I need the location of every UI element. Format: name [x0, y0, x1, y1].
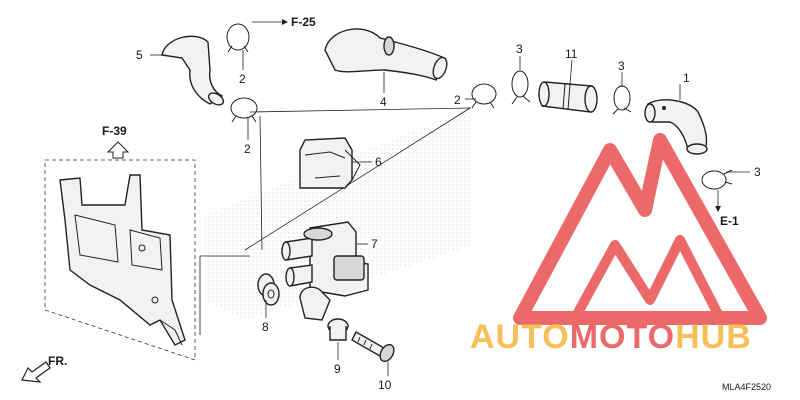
clamp-3-mid	[612, 85, 632, 115]
clamp-2-mid	[230, 97, 258, 123]
elbow-1	[644, 99, 708, 155]
leader-lines	[150, 19, 750, 376]
callout-8: 8	[262, 320, 269, 334]
valve-7	[281, 221, 369, 321]
watermark-inner	[570, 235, 725, 323]
callout-2-right: 2	[454, 93, 461, 107]
ref-e1: E-1	[720, 214, 739, 228]
clamp-3-right	[701, 169, 733, 190]
callout-4: 4	[380, 95, 387, 109]
callout-3-left: 3	[516, 42, 523, 56]
callout-11: 11	[565, 47, 578, 61]
callout-6: 6	[375, 155, 382, 169]
clamp-2-top	[226, 23, 250, 53]
grommet-8	[257, 273, 280, 306]
arrow-front-icon	[21, 361, 51, 383]
elbow-1-end	[644, 103, 656, 123]
bracket-assembly	[44, 159, 196, 361]
callout-labels: 1 2 2 2 3 3 3 4 5 6 7 8 9 10 11	[136, 42, 761, 392]
bracket-face	[74, 214, 119, 263]
joint-11	[538, 81, 598, 113]
hose-4	[324, 28, 448, 81]
watermark-logo: AUTOMOTOHUB	[470, 133, 767, 356]
bracket-dashed-frame	[44, 159, 196, 361]
hose-4-joint	[383, 36, 395, 56]
cover-6	[299, 137, 361, 189]
hose-5-end	[207, 92, 225, 106]
bracket-face-2	[129, 229, 163, 271]
callout-3-right: 3	[754, 165, 761, 179]
callout-3-mid: 3	[618, 59, 625, 73]
callout-2-mid: 2	[244, 142, 251, 156]
hose-5-body	[161, 35, 224, 105]
bracket-tab	[159, 319, 183, 346]
clamp-3-left	[511, 70, 531, 105]
valve-7-mount	[299, 286, 331, 321]
cover-6-body	[299, 137, 353, 189]
callout-9: 9	[334, 362, 341, 376]
hose-4-body	[324, 28, 445, 81]
callout-1: 1	[683, 71, 690, 85]
valve-7-port-upper-end	[281, 241, 291, 261]
watermark-word-1: AUTO	[470, 318, 570, 356]
callout-7: 7	[371, 237, 378, 251]
joint-11-end-right	[584, 85, 598, 113]
hose-4-end	[432, 56, 448, 80]
shading-area	[205, 108, 470, 320]
valve-7-port-lower-end	[285, 267, 295, 287]
valve-7-top	[303, 227, 333, 241]
bracket	[59, 174, 186, 346]
arrow-up-icon	[106, 141, 130, 159]
valve-7-connector	[333, 255, 365, 281]
bracket-hole	[138, 244, 146, 252]
front-direction: FR.	[21, 354, 67, 383]
bracket-hole-2	[151, 296, 159, 304]
elbow-1-body	[647, 99, 708, 151]
watermark-word-3: HUB	[675, 318, 752, 356]
joint-11-end-left	[538, 81, 550, 107]
drawing-code: MLA4F2520	[722, 382, 771, 392]
guide-line	[244, 107, 472, 251]
callout-10: 10	[378, 378, 392, 392]
elbow-1-mark	[662, 106, 666, 110]
callout-5: 5	[136, 48, 143, 62]
ref-f39: F-39	[102, 124, 127, 138]
watermark-text: AUTOMOTOHUB	[470, 318, 752, 356]
bolt-10	[351, 331, 395, 363]
collar-9	[327, 318, 349, 341]
front-label: FR.	[48, 354, 67, 368]
hose-5	[161, 35, 225, 106]
elbow-1-end-2	[686, 143, 708, 155]
callout-2-top: 2	[239, 72, 246, 86]
watermark-word-2: MOTO	[570, 318, 675, 356]
clamp-2-right	[471, 83, 497, 109]
ref-f25: F-25	[291, 15, 316, 29]
